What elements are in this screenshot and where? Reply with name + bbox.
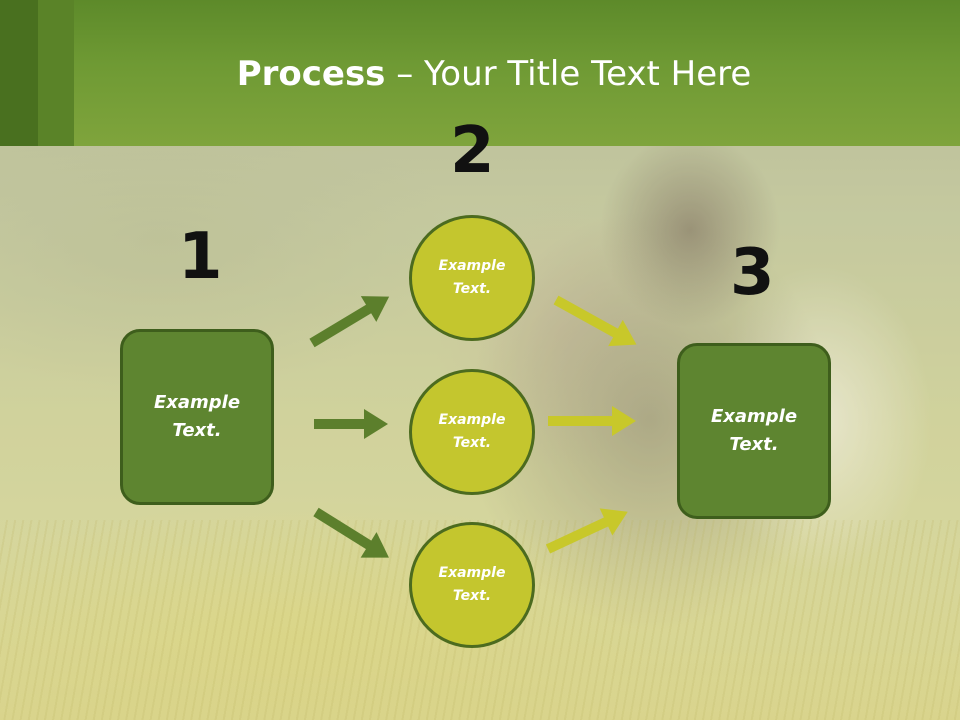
slide-title-rest: – Your Title Text Here xyxy=(385,54,752,94)
step-number-3: 3 xyxy=(730,236,775,310)
header-accent-mid xyxy=(38,0,74,146)
arrow-circle-2-to-right xyxy=(548,406,636,436)
arrow-left-to-circle-2 xyxy=(314,409,388,439)
slide-title-bold: Process xyxy=(236,54,386,94)
header-accent-dark xyxy=(0,0,38,146)
circle-step-2b-line-1: Example xyxy=(438,412,506,428)
circle-step-2b: Example Text. xyxy=(409,369,535,495)
box-step-3-line-1: Example xyxy=(710,406,798,427)
circle-step-2a-line-2: Text. xyxy=(452,281,492,297)
step-number-1: 1 xyxy=(178,220,223,294)
arrow-left-to-circle-1 xyxy=(309,296,390,348)
arrow-circle-3-to-right xyxy=(545,508,628,554)
slide-title: Process – Your Title Text Here xyxy=(0,52,960,96)
circle-step-2a: Example Text. xyxy=(409,215,535,341)
circle-step-2c: Example Text. xyxy=(409,522,535,648)
arrow-circle-1-to-right xyxy=(553,295,637,347)
step-number-2: 2 xyxy=(450,114,495,188)
circle-step-2c-line-2: Text. xyxy=(452,588,492,604)
box-step-1-line-1: Example xyxy=(153,392,241,413)
circle-step-2c-text: Example Text. xyxy=(439,562,506,608)
circle-step-2b-line-2: Text. xyxy=(452,435,492,451)
circle-step-2b-text: Example Text. xyxy=(439,409,506,455)
box-step-1: Example Text. xyxy=(120,329,274,505)
arrow-left-to-circle-3 xyxy=(313,507,389,558)
circle-step-2c-line-1: Example xyxy=(438,565,506,581)
header-band xyxy=(0,0,960,146)
box-step-1-line-2: Text. xyxy=(172,420,222,441)
circle-step-2a-line-1: Example xyxy=(438,258,506,274)
box-step-3-line-2: Text. xyxy=(729,434,779,455)
box-step-3-text: Example Text. xyxy=(711,403,797,459)
circle-step-2a-text: Example Text. xyxy=(439,255,506,301)
box-step-3: Example Text. xyxy=(677,343,831,519)
box-step-1-text: Example Text. xyxy=(154,389,240,445)
